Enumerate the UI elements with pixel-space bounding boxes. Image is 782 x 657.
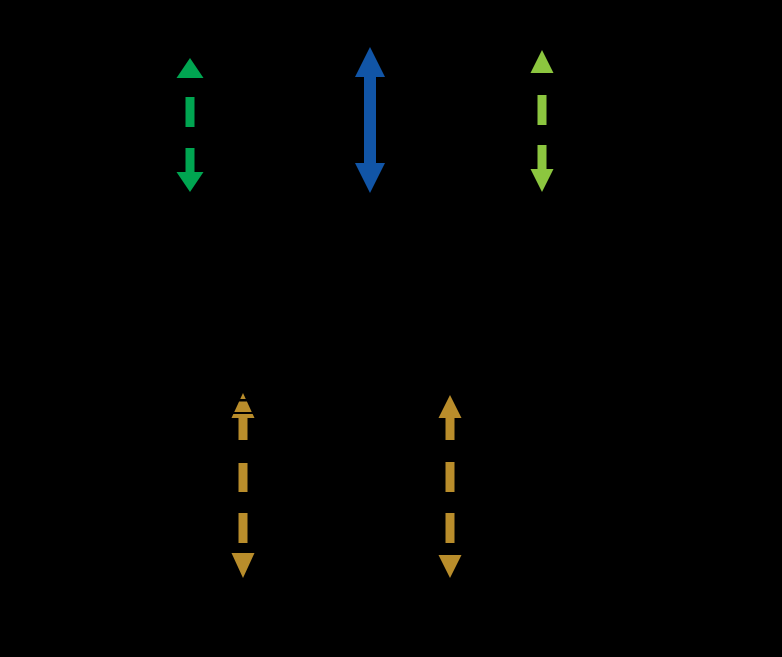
arrow-shaft	[364, 75, 376, 165]
arrow-head-up	[438, 395, 462, 418]
arrow-shaft-dash	[238, 513, 248, 543]
arrow-head-up	[530, 50, 554, 73]
arrow-shaft-dash	[185, 97, 195, 127]
arrow-shaft-dash	[537, 145, 547, 169]
arrow-head-down	[176, 172, 204, 192]
level-line-occlusion	[228, 412, 258, 414]
gold-dashed-double-arrow-right	[438, 395, 462, 578]
arrow-shaft-dash	[445, 513, 455, 543]
arrow-shaft-dash	[445, 418, 455, 440]
blue-solid-double-arrow	[355, 47, 385, 193]
arrow-head-down	[355, 163, 385, 193]
level-line-occlusion	[228, 399, 258, 402]
arrow-head-up	[355, 47, 385, 77]
arrow-shaft-dash	[445, 462, 455, 492]
arrow-head-down	[231, 553, 255, 578]
green-dashed-double-arrow	[176, 58, 204, 192]
arrow-head-up	[176, 58, 204, 78]
arrow-shaft-dash	[238, 463, 248, 492]
arrow-head-down	[438, 555, 462, 578]
arrow-shaft-dash	[238, 418, 248, 440]
arrow-head-down	[530, 169, 554, 192]
arrow-head-up	[231, 393, 255, 418]
gold-dashed-double-arrow-left	[228, 393, 258, 578]
light-green-dashed-double-arrow	[530, 50, 554, 192]
arrow-shaft-dash	[537, 95, 547, 125]
arrow-shaft-dash	[185, 148, 195, 172]
